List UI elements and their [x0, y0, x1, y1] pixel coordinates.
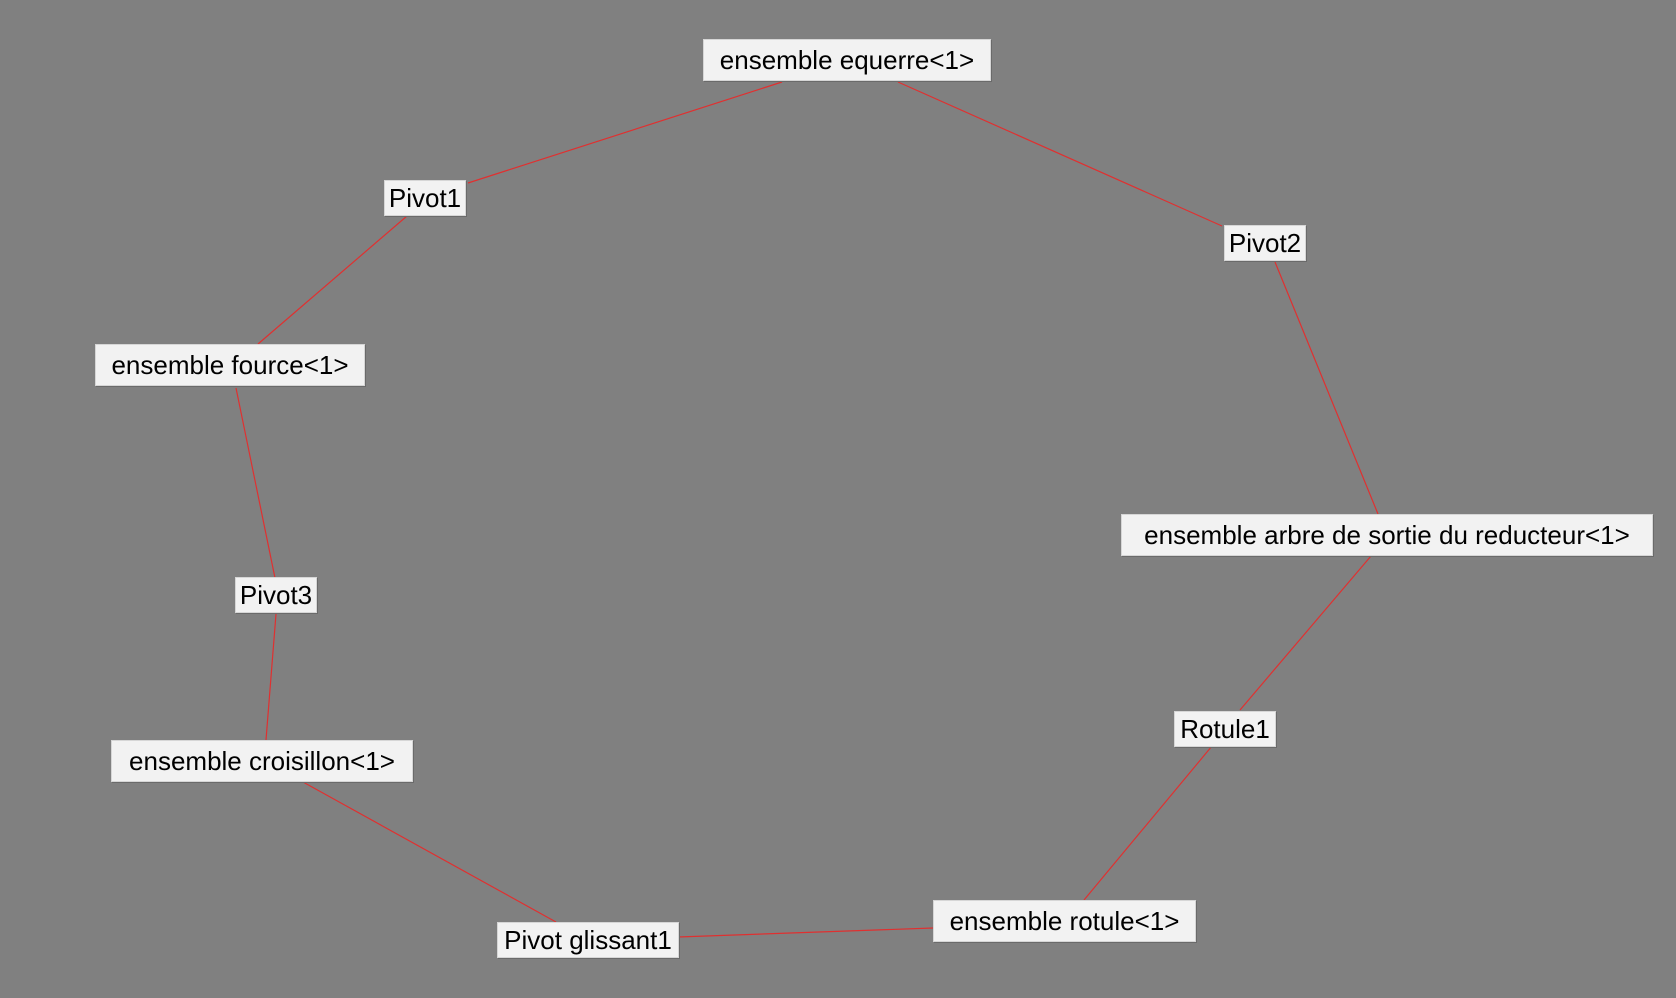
edge-pivot1-fource	[257, 215, 408, 345]
edge-fource-pivot3	[235, 387, 276, 579]
node-rotule1[interactable]: Rotule1	[1174, 711, 1276, 747]
node-ensemble-arbre[interactable]: ensemble arbre de sortie du reducteur<1>	[1121, 514, 1653, 556]
edge-rotule1-arbre	[1239, 555, 1372, 711]
edge-equerre-pivot2	[897, 81, 1223, 227]
node-pivot-glissant[interactable]: Pivot glissant1	[497, 922, 679, 958]
node-ensemble-rotule[interactable]: ensemble rotule<1>	[933, 900, 1196, 942]
edge-equerre-pivot1	[467, 81, 783, 184]
node-pivot1[interactable]: Pivot1	[384, 180, 466, 216]
node-ensemble-fource[interactable]: ensemble fource<1>	[95, 344, 365, 386]
node-ensemble-croisillon[interactable]: ensemble croisillon<1>	[111, 740, 413, 782]
node-pivot3[interactable]: Pivot3	[235, 577, 317, 613]
edge-pivot3-croisillon	[265, 613, 277, 741]
edge-rotule-rotule1	[1083, 745, 1213, 901]
node-ensemble-equerre[interactable]: ensemble equerre<1>	[703, 39, 991, 81]
edge-glissant-rotule	[677, 927, 934, 938]
edge-pivot2-arbre	[1274, 261, 1379, 515]
node-pivot2[interactable]: Pivot2	[1224, 225, 1306, 261]
edge-croisillon-glissant	[302, 781, 557, 923]
